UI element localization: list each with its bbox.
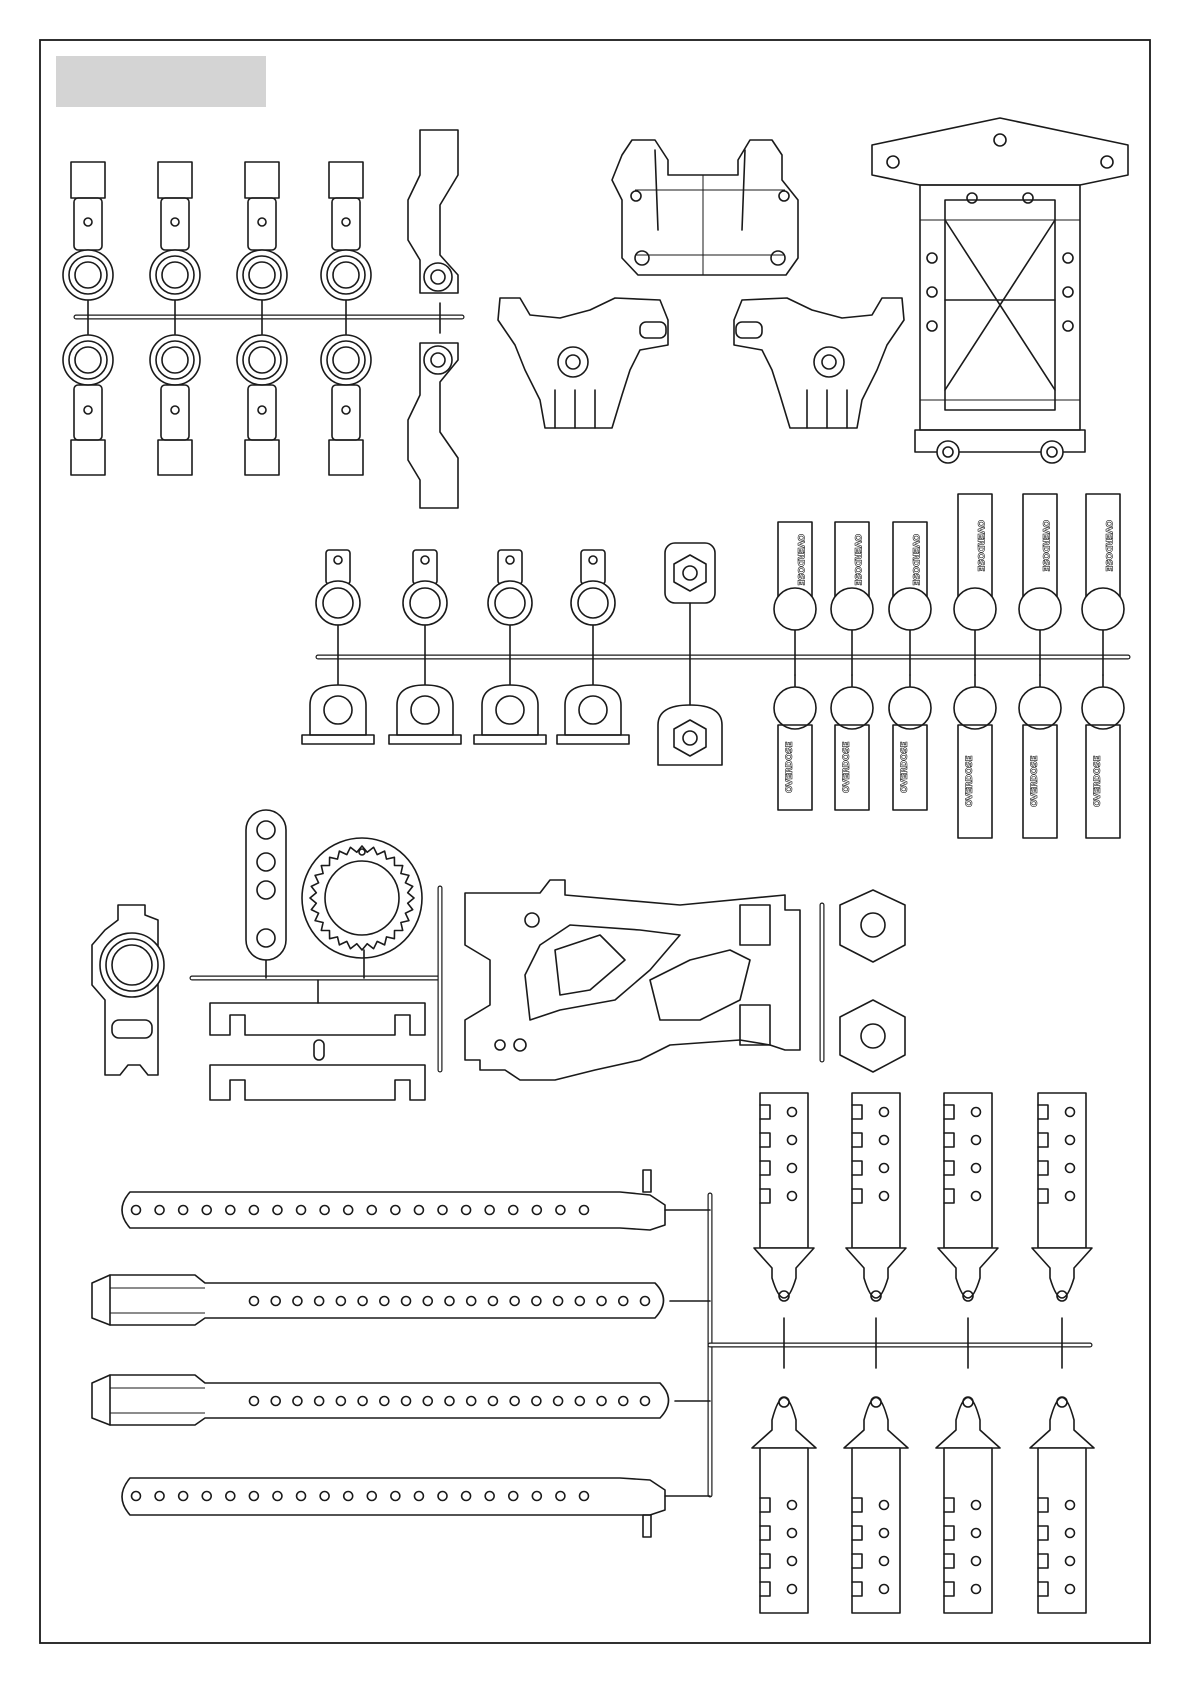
suspension-a-arm bbox=[465, 880, 800, 1080]
clip-post-upper bbox=[754, 1093, 814, 1368]
ball-cup bbox=[557, 685, 629, 744]
clip-post-lower bbox=[936, 1397, 1000, 1613]
ball-stud-upper: OVERDOSE bbox=[831, 522, 873, 675]
brand-stamp: OVERDOSE bbox=[975, 520, 985, 572]
body-post-tree bbox=[92, 1093, 1094, 1613]
clip-post-upper bbox=[938, 1093, 998, 1368]
ball-stud-lower: OVERDOSE bbox=[889, 675, 931, 810]
rod-end-lower bbox=[237, 335, 287, 475]
spline-gear-ring bbox=[302, 838, 422, 958]
ball-cup bbox=[389, 685, 461, 744]
ball-stud-upper: OVERDOSE bbox=[1082, 494, 1124, 675]
ball-cup bbox=[474, 685, 546, 744]
clip-post-lower bbox=[752, 1397, 816, 1613]
rod-end-upper bbox=[237, 162, 287, 334]
clip-post-lower bbox=[844, 1397, 908, 1613]
ball-stud-upper: OVERDOSE bbox=[1019, 494, 1061, 675]
ball-stud-lower: OVERDOSE bbox=[774, 675, 816, 810]
body-post-4 bbox=[122, 1478, 710, 1537]
body-post-2 bbox=[92, 1275, 710, 1325]
rod-end-lower bbox=[150, 335, 200, 475]
rod-end-upper bbox=[63, 162, 113, 334]
hex-nut-lower bbox=[840, 1000, 905, 1072]
ball-stud-lower: OVERDOSE bbox=[954, 675, 996, 838]
brand-stamp: OVERDOSE bbox=[1103, 520, 1113, 572]
nut-holder-lower bbox=[658, 705, 722, 765]
rod-end-tree bbox=[63, 130, 462, 508]
brand-stamp: OVERDOSE bbox=[1040, 520, 1050, 572]
rod-end-upper bbox=[150, 162, 200, 334]
brand-stamp: OVERDOSE bbox=[910, 534, 920, 586]
body-post-3 bbox=[92, 1375, 710, 1425]
nut-holder-upper bbox=[665, 543, 715, 705]
brand-stamp: OVERDOSE bbox=[965, 756, 975, 808]
hex-nut-upper bbox=[840, 890, 905, 962]
ball-stud-upper: OVERDOSE bbox=[889, 522, 931, 675]
ball-stud-lower: OVERDOSE bbox=[831, 675, 873, 810]
small-rod-end bbox=[403, 550, 447, 690]
small-rod-end bbox=[316, 550, 360, 690]
small-rod-end bbox=[488, 550, 532, 690]
rod-end-lower bbox=[321, 335, 371, 475]
ball-stud-upper: OVERDOSE bbox=[774, 522, 816, 675]
clip-post-upper bbox=[1032, 1093, 1092, 1368]
brand-stamp: OVERDOSE bbox=[852, 534, 862, 586]
rod-end-lower bbox=[63, 335, 113, 475]
body-post-1 bbox=[122, 1170, 710, 1230]
rod-end-upper bbox=[321, 162, 371, 334]
brand-stamp: OVERDOSE bbox=[785, 742, 795, 794]
ball-stud-lower: OVERDOSE bbox=[1082, 675, 1124, 838]
brand-stamp: OVERDOSE bbox=[842, 742, 852, 794]
part-tree-label-box bbox=[56, 56, 266, 107]
brand-stamp: OVERDOSE bbox=[795, 534, 805, 586]
ball-stud-upper: OVERDOSE bbox=[954, 494, 996, 675]
brand-stamp: OVERDOSE bbox=[1030, 756, 1040, 808]
ball-cup bbox=[302, 685, 374, 744]
ball-end-tree: OVERDOSE OVERDOSE OVERDOSE OVERDOSE OVERDOSE… bbox=[302, 494, 1128, 838]
clip-post-upper bbox=[846, 1093, 906, 1368]
ball-stud-lower: OVERDOSE bbox=[1019, 675, 1061, 838]
brand-stamp: OVERDOSE bbox=[900, 742, 910, 794]
small-rod-end bbox=[571, 550, 615, 690]
spacer-link bbox=[246, 810, 286, 960]
gearbox-housing-group bbox=[498, 140, 904, 428]
shim-plate-2 bbox=[210, 1065, 425, 1100]
brand-stamp: OVERDOSE bbox=[1093, 756, 1103, 808]
suspension-arm-tree bbox=[92, 810, 905, 1100]
clip-post-lower bbox=[1030, 1397, 1094, 1613]
shim-plate-1 bbox=[210, 1003, 425, 1035]
front-bulkhead-plate bbox=[872, 118, 1128, 463]
